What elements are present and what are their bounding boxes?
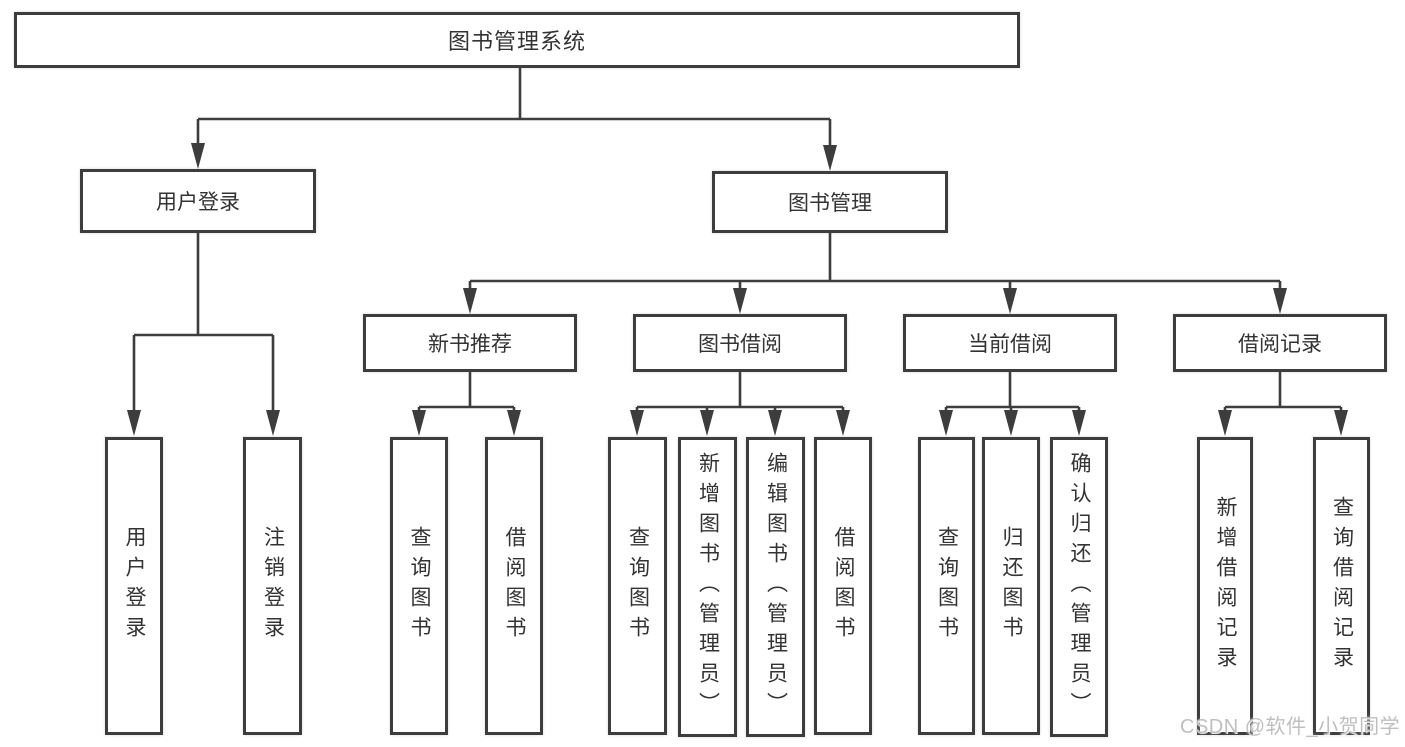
csdn-watermark: CSDN @软件_小贺同学: [1180, 716, 1401, 738]
node-book-management-label: 图书管理: [788, 192, 872, 215]
leaf-confirm-return-admin: 确认归还（管理员）: [1050, 437, 1108, 737]
node-borrowing-records-label: 借阅记录: [1238, 333, 1322, 356]
leaf-return-books-label: 归还图书: [1000, 526, 1024, 646]
leaf-logout: 注销登录: [243, 437, 302, 735]
leaf-user-login-label: 用户登录: [123, 526, 147, 646]
leaf-query-books-borrowing-label: 查询图书: [626, 526, 650, 646]
node-new-book-recommendation: 新书推荐: [363, 314, 577, 372]
leaf-query-books-current: 查询图书: [918, 437, 975, 735]
node-book-borrowing-label: 图书借阅: [698, 333, 782, 356]
leaf-add-book-admin: 新增图书（管理员）: [678, 437, 737, 737]
node-new-book-recommendation-label: 新书推荐: [428, 333, 512, 356]
leaf-borrow-books-recommend-label: 借阅图书: [503, 526, 527, 646]
leaf-confirm-return-admin-label: 确认归还（管理员）: [1068, 452, 1092, 722]
leaf-add-borrow-record: 新增借阅记录: [1197, 437, 1253, 735]
leaf-query-books-recommend-label: 查询图书: [408, 526, 432, 646]
node-book-management: 图书管理: [712, 171, 948, 233]
leaf-borrow-books-borrowing-label: 借阅图书: [832, 526, 856, 646]
leaf-query-books-recommend: 查询图书: [390, 437, 448, 735]
node-user-login: 用户登录: [80, 169, 316, 233]
node-borrowing-records: 借阅记录: [1173, 314, 1387, 372]
leaf-borrow-books-borrowing: 借阅图书: [814, 437, 872, 735]
leaf-logout-label: 注销登录: [261, 526, 285, 646]
node-user-login-label: 用户登录: [156, 191, 240, 214]
leaf-query-books-current-label: 查询图书: [935, 526, 959, 646]
leaf-query-books-borrowing: 查询图书: [608, 437, 667, 735]
leaf-add-book-admin-label: 新增图书（管理员）: [696, 452, 720, 722]
node-root-label: 图书管理系统: [447, 29, 586, 54]
leaf-edit-book-admin: 编辑图书（管理员）: [746, 437, 805, 737]
leaf-user-login: 用户登录: [105, 437, 163, 735]
node-current-borrowing: 当前借阅: [903, 314, 1117, 372]
leaf-edit-book-admin-label: 编辑图书（管理员）: [764, 452, 788, 722]
leaf-return-books: 归还图书: [982, 437, 1040, 735]
node-current-borrowing-label: 当前借阅: [968, 333, 1052, 356]
leaf-borrow-books-recommend: 借阅图书: [485, 437, 543, 735]
node-root: 图书管理系统: [14, 12, 1020, 68]
leaf-add-borrow-record-label: 新增借阅记录: [1214, 496, 1238, 676]
leaf-query-borrow-record: 查询借阅记录: [1313, 437, 1370, 735]
node-book-borrowing: 图书借阅: [633, 314, 847, 372]
leaf-query-borrow-record-label: 查询借阅记录: [1330, 496, 1354, 676]
